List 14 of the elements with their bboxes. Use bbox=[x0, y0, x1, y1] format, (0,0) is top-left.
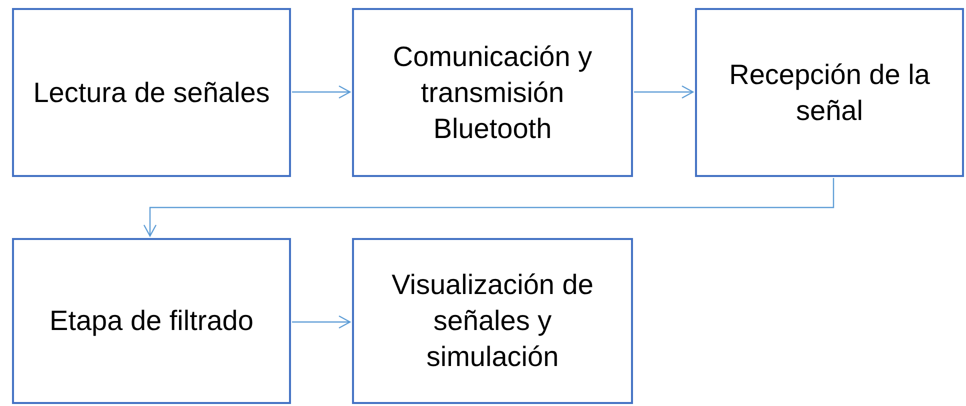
arrow bbox=[634, 85, 694, 99]
box-label: Recepción de la señal bbox=[728, 58, 931, 128]
process-box bbox=[12, 238, 291, 404]
box-label: Visualización de señales y simulación bbox=[390, 268, 594, 374]
box-label: Etapa de filtrado bbox=[50, 304, 254, 338]
arrow bbox=[292, 315, 351, 329]
process-box bbox=[352, 238, 633, 404]
process-box bbox=[695, 8, 964, 177]
process-box bbox=[12, 8, 291, 177]
box-label: Lectura de señales bbox=[33, 76, 270, 110]
arrow bbox=[292, 85, 351, 99]
box-label: Comunicación y transmisión Bluetooth bbox=[392, 40, 594, 146]
arrow bbox=[143, 178, 834, 237]
process-box bbox=[352, 8, 633, 177]
